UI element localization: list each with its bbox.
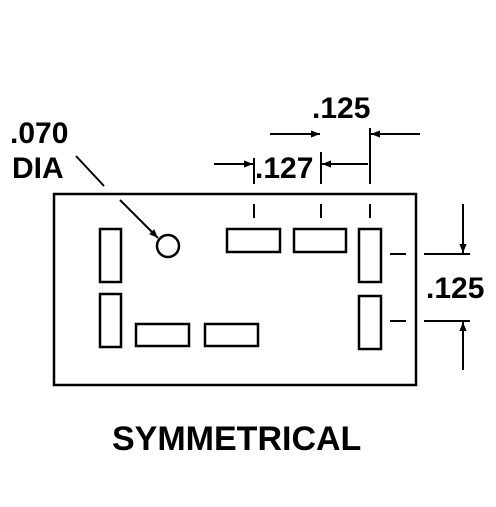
pad-left-upper (98, 227, 123, 284)
dimension-125-right (424, 204, 470, 370)
pad-group (98, 227, 383, 351)
label-caption: SYMMETRICAL (112, 420, 361, 458)
pad-left-lower (98, 292, 123, 349)
pad-top-left (225, 227, 282, 254)
dia-leader-arrow (119, 199, 159, 239)
label-dim-127: .127 (255, 152, 313, 185)
pad-bottom-left (134, 322, 191, 348)
dimension-127 (214, 152, 368, 184)
pad-bottom-right (203, 322, 260, 348)
label-dia-text: DIA (12, 152, 64, 185)
mounting-hole (155, 233, 181, 259)
package-body-outline (52, 192, 418, 387)
label-dia-value: .070 (10, 117, 68, 150)
label-dim-125-top: .125 (312, 92, 370, 125)
pad-right-lower (357, 294, 383, 351)
dimension-125-top (270, 128, 420, 184)
pad-top-right (292, 227, 348, 254)
label-dim-125-right: .125 (426, 272, 484, 305)
pad-right-upper (357, 227, 383, 284)
dia-leader-line (75, 155, 105, 187)
